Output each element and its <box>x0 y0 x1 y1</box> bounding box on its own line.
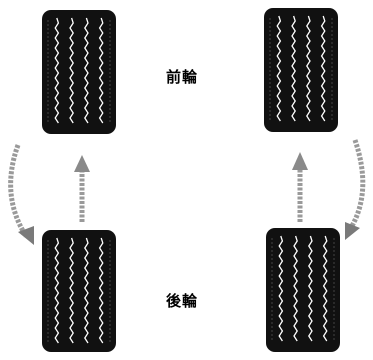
tread-groove <box>69 237 74 344</box>
tread-groove <box>84 17 89 124</box>
tread-groove <box>69 17 74 124</box>
tire-body <box>266 228 340 352</box>
rear-right-tire <box>266 228 340 352</box>
tire-body <box>42 230 116 352</box>
left-curved-arrow <box>8 144 34 245</box>
tread-groove <box>306 15 311 122</box>
tread-groove <box>308 235 313 342</box>
tread-groove <box>98 17 104 124</box>
rear-wheel-label: 後輪 <box>166 292 199 310</box>
right-straight-arrow <box>292 152 308 222</box>
tread-groove <box>293 235 298 342</box>
tire-body <box>42 10 116 134</box>
tread-groove <box>98 237 104 344</box>
tire-body <box>264 8 338 132</box>
rear-left-tire <box>42 230 116 352</box>
tread-groove <box>322 235 328 342</box>
left-straight-arrow <box>74 155 90 222</box>
tread-groove <box>84 237 89 344</box>
tread-groove <box>54 17 60 124</box>
tread-groove <box>320 15 326 122</box>
right-curved-arrow <box>345 139 366 240</box>
front-right-tire <box>264 8 338 132</box>
tread-groove <box>54 237 60 344</box>
tread-groove <box>278 235 284 342</box>
front-left-tire <box>42 10 116 134</box>
front-wheel-label: 前輪 <box>166 68 199 86</box>
tread-groove <box>291 15 296 122</box>
tread-groove <box>276 15 282 122</box>
